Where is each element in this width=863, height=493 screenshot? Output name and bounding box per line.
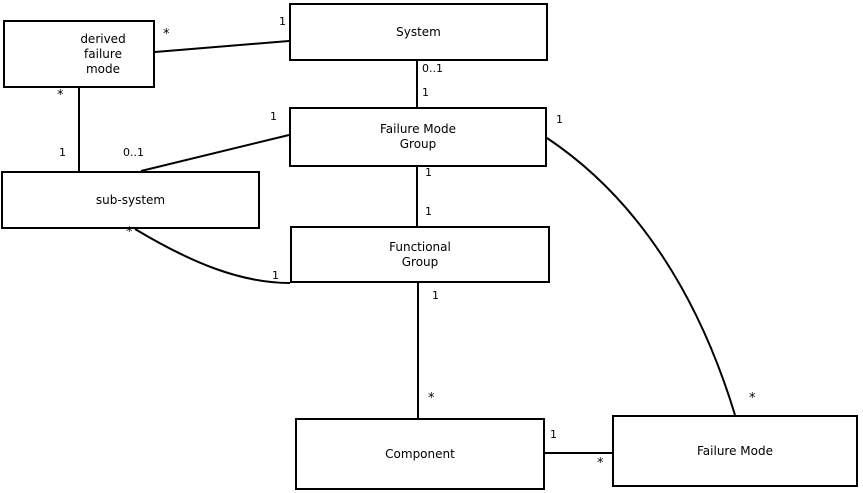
- class-name-derived-failure-mode: derived failure mode: [80, 31, 126, 76]
- association-line-derived-failure-mode-system: [154, 40, 290, 53]
- class-name-sub-system: sub-system: [95, 192, 166, 207]
- class-name-system: System: [396, 24, 441, 39]
- association-curve-failure-mode-group-failure-mode: [546, 137, 736, 416]
- class-box-component[interactable]: Component: [295, 418, 545, 490]
- multiplicity-label: *: [57, 88, 64, 103]
- association-line-sub-system-failure-mode-group: [140, 134, 290, 172]
- multiplicity-label: 1: [422, 86, 429, 99]
- multiplicity-label: 1: [59, 146, 66, 159]
- multiplicity-label: 0..1: [422, 62, 443, 75]
- class-name-failure-mode-group: Failure Mode Group: [380, 122, 456, 151]
- multiplicity-label: *: [126, 225, 133, 240]
- multiplicity-label: 1: [550, 428, 557, 441]
- class-box-failure-mode-group[interactable]: Failure Mode Group: [289, 107, 547, 167]
- class-name-component: Component: [385, 446, 455, 461]
- multiplicity-label: *: [163, 27, 170, 42]
- class-box-sub-system[interactable]: sub-system: [1, 171, 260, 229]
- multiplicity-label: 1: [279, 15, 286, 28]
- class-box-failure-mode[interactable]: Failure Mode: [612, 415, 858, 487]
- multiplicity-label: *: [428, 391, 435, 406]
- multiplicity-label: 0..1: [123, 146, 144, 159]
- multiplicity-label: 1: [272, 269, 279, 282]
- association-curve-sub-system-functional-group: [134, 228, 291, 284]
- multiplicity-label: 1: [556, 113, 563, 126]
- multiplicity-label: 1: [425, 205, 432, 218]
- multiplicity-label: 1: [270, 110, 277, 123]
- class-name-functional-group: Functional Group: [389, 239, 451, 269]
- multiplicity-label: 1: [432, 289, 439, 302]
- multiplicity-label: *: [749, 391, 756, 406]
- class-box-functional-group[interactable]: Functional Group: [290, 226, 550, 283]
- multiplicity-label: 1: [425, 166, 432, 179]
- class-box-derived-failure-mode[interactable]: derived failure mode: [3, 20, 155, 88]
- class-box-system[interactable]: System: [289, 3, 548, 61]
- class-name-failure-mode: Failure Mode: [697, 443, 773, 458]
- multiplicity-label: *: [597, 456, 604, 471]
